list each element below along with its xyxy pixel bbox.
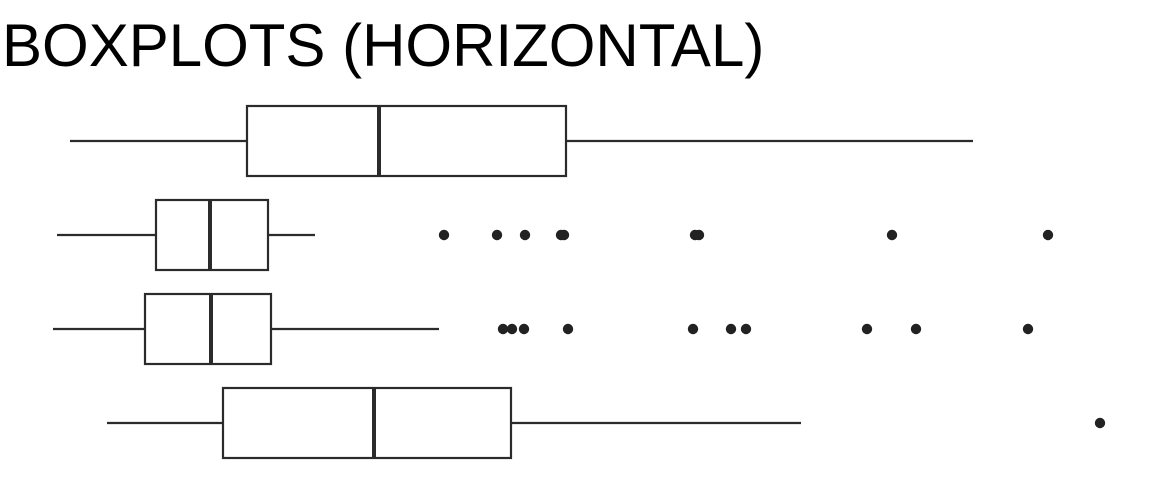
iqr-box (245, 104, 568, 178)
outlier-point (558, 229, 570, 241)
outlier-point (491, 229, 503, 241)
outlier-point (562, 323, 574, 335)
outlier-point (740, 323, 752, 335)
outlier-point (693, 229, 705, 241)
outlier-point (1042, 229, 1054, 241)
outlier-point (1094, 417, 1106, 429)
outlier-point (438, 229, 450, 241)
chart-title: BOXPLOTS (HORIZONTAL) (2, 12, 765, 79)
outlier-point (687, 323, 699, 335)
outlier-point (886, 229, 898, 241)
outlier-point (519, 229, 531, 241)
iqr-box (143, 292, 273, 366)
outlier-point (506, 323, 518, 335)
boxplot-4 (107, 386, 1106, 460)
outlier-point (1022, 323, 1034, 335)
iqr-box (221, 386, 513, 460)
outlier-point (910, 323, 922, 335)
outlier-point (518, 323, 530, 335)
outlier-point (725, 323, 737, 335)
boxplot-2 (57, 198, 1054, 272)
boxplot-3 (53, 292, 1034, 366)
outlier-point (861, 323, 873, 335)
boxplot-1 (70, 104, 973, 178)
outlier-point (497, 323, 509, 335)
